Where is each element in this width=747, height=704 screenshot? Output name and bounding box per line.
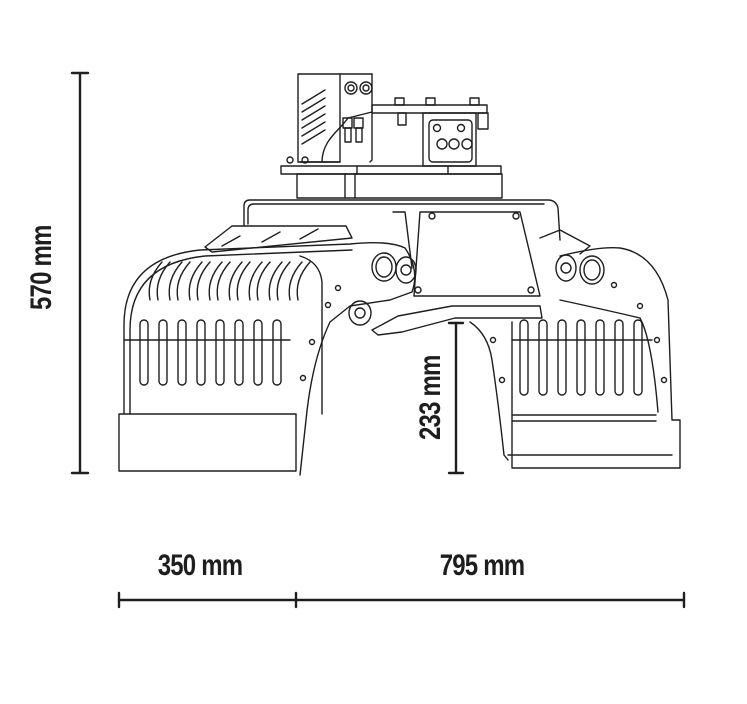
jaw-slots bbox=[139, 319, 282, 386]
left-jaw bbox=[118, 225, 416, 476]
pivot-pin-icon bbox=[555, 254, 605, 285]
jaw-slots bbox=[148, 261, 311, 301]
dim-line-overall-height bbox=[70, 71, 90, 475]
right-jaw bbox=[469, 229, 681, 469]
housing-vent-lines bbox=[301, 89, 326, 145]
opening-height-label: 233 mm bbox=[414, 355, 447, 440]
valve-fitting-icon bbox=[436, 138, 473, 150]
rotator-assembly bbox=[280, 73, 503, 199]
pivot-pin-icon bbox=[348, 252, 417, 326]
jaw-width-label: 350 mm bbox=[157, 549, 243, 582]
hydraulic-fitting-icon bbox=[342, 81, 373, 143]
dim-line-opening-height bbox=[447, 321, 465, 475]
central-frame bbox=[243, 199, 605, 336]
jaw-slots bbox=[519, 319, 643, 396]
dim-line-widths bbox=[117, 591, 686, 609]
max-opening-label: 795 mm bbox=[439, 549, 525, 582]
overall-height-label: 570 mm bbox=[25, 225, 58, 310]
